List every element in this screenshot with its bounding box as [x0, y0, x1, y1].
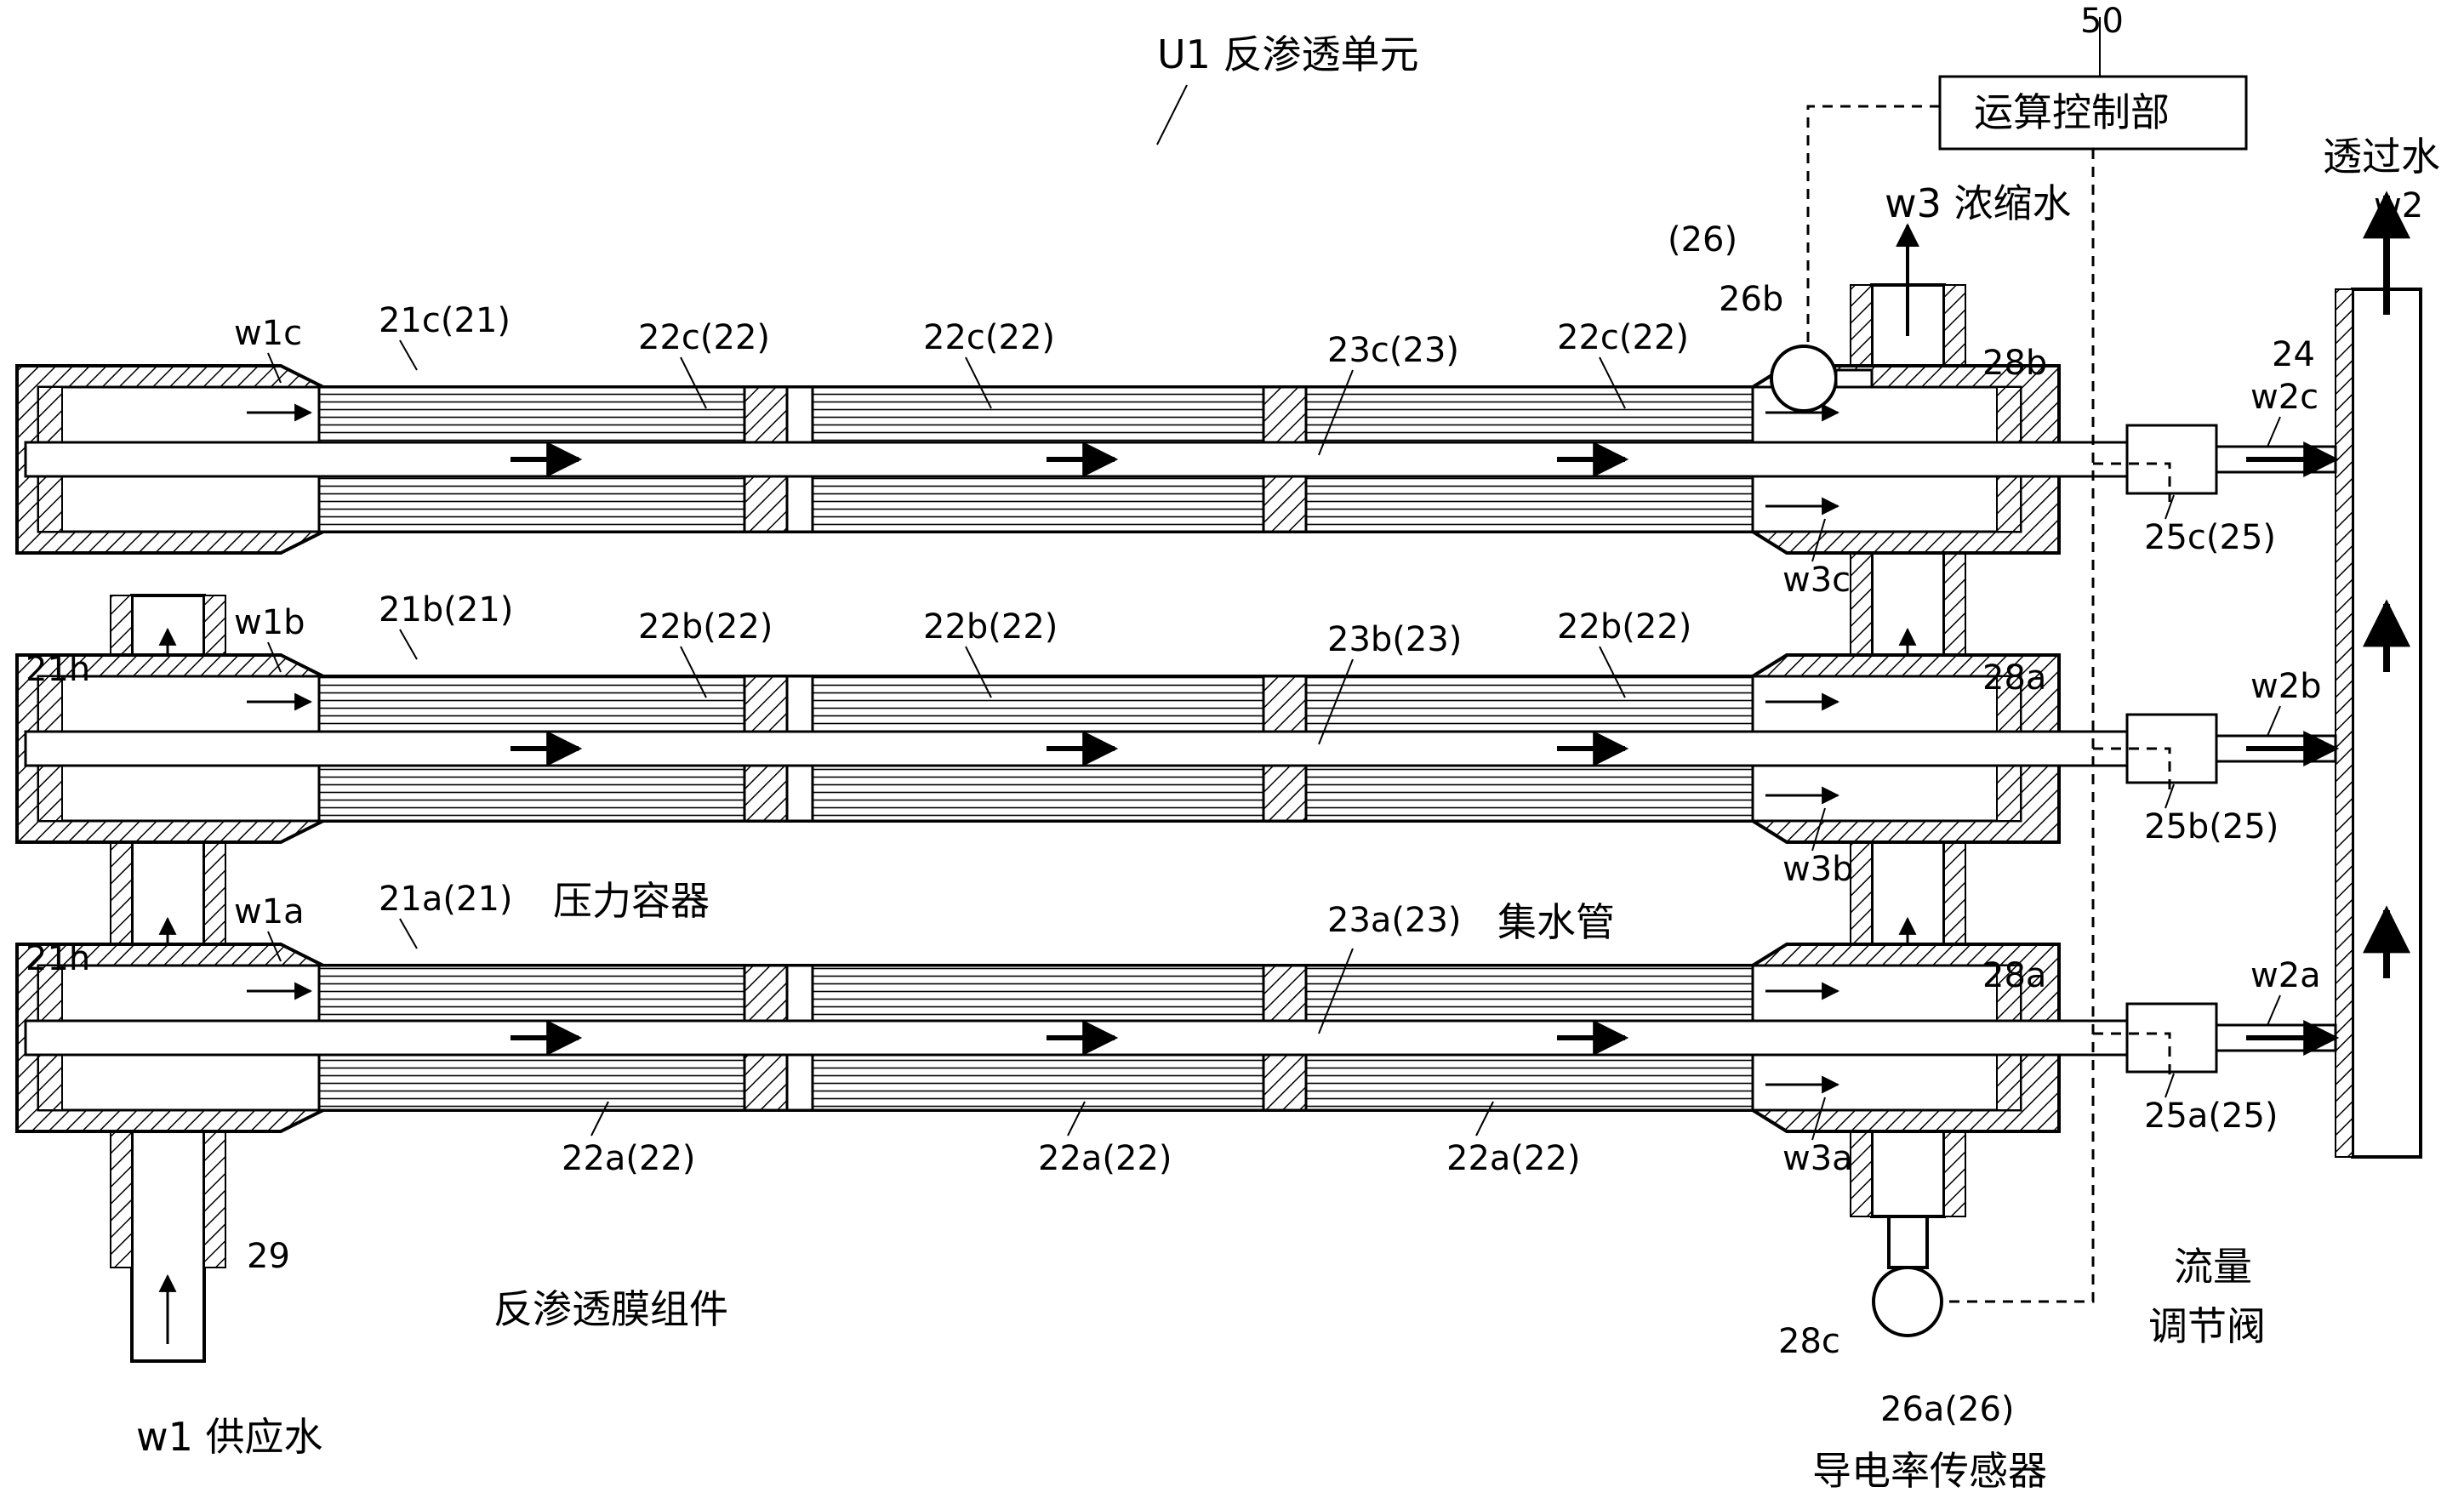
vessel-rows: w1c 21c(21) 22c(22) 22c(22) 22c(22) 23c(23) w3… [15, 301, 2340, 1178]
permeate-ref: w2a [2250, 956, 2321, 995]
valve-ref: 25a(25) [2144, 1097, 2279, 1136]
valve-ref: 25c(25) [2144, 518, 2276, 557]
feed-label: w1a [234, 892, 305, 931]
permeate-ref: w2c [2250, 378, 2319, 417]
tube-ref: 23a(23) [1327, 901, 1462, 940]
concentrate-label: w3 浓缩水 [1885, 180, 2072, 226]
module-ref: 22a(22) [1446, 1139, 1581, 1178]
tube-ref: 23b(23) [1327, 620, 1462, 659]
vessel-row [15, 339, 2337, 562]
concentrate-bottom-ref: 28c [1778, 1322, 1840, 1361]
control-unit [1806, 17, 2248, 1303]
feed-branch-ref-2: 21h [26, 939, 90, 978]
module-ref: 22c(22) [1557, 318, 1689, 357]
module-ref: 22a(22) [1038, 1139, 1172, 1178]
permeate-ref: w2b [2250, 667, 2322, 706]
feed-label: w1b [234, 603, 305, 642]
module-ref: 22c(22) [638, 318, 770, 357]
feed-label: w1c [234, 314, 302, 353]
tube-desc: 集水管 [1497, 899, 1615, 945]
concentrate-ref: w3a [1782, 1139, 1853, 1178]
vessel-row [15, 629, 2337, 852]
control-label: 运算控制部 [1974, 89, 2170, 135]
top-sensor [1770, 345, 1874, 413]
unit-title: U1 反渗透单元 [1157, 31, 1419, 77]
membrane-label: 反渗透膜组件 [493, 1286, 728, 1332]
valve-label-1: 流量 [2174, 1244, 2252, 1290]
sensor-bottom-label: 导电率传感器 [1812, 1448, 2047, 1494]
vessel-ref: 21b(21) [379, 590, 513, 630]
bottom-sensor [1872, 1266, 1943, 1337]
permeate-header [2335, 191, 2422, 1159]
vessel-desc: 压力容器 [553, 878, 710, 924]
vessel-row [15, 918, 2337, 1141]
concentrate-ref: w3b [1782, 850, 1854, 889]
module-ref: 22b(22) [923, 607, 1058, 647]
valve-label-2: 调节阀 [2148, 1303, 2266, 1349]
valve-ref: 25b(25) [2144, 807, 2279, 846]
sensor-top-group: (26) [1668, 220, 1737, 259]
control-ref: 50 [2080, 2, 2124, 41]
feed-pipe-ref: 29 [247, 1237, 290, 1276]
concentrate-pipe-ref: 28b [1982, 344, 2047, 383]
module-ref: 22c(22) [923, 318, 1055, 357]
vessel-ref: 21c(21) [379, 301, 510, 340]
sensor-bottom-ref: 26a(26) [1880, 1390, 2015, 1429]
permeate-code: w2 [2374, 186, 2423, 225]
sensor-top-ref: 26b [1719, 280, 1783, 319]
module-ref: 22a(22) [562, 1139, 696, 1178]
tube-ref: 23c(23) [1327, 331, 1459, 370]
labels: U1 反渗透单元 50 运算控制部 透过水 w2 24 w3 浓缩水 28b 2… [26, 2, 2440, 1494]
module-ref: 22b(22) [1557, 607, 1691, 647]
concentrate-ref: w3c [1782, 561, 1851, 600]
permeate-title: 透过水 [2323, 134, 2440, 179]
module-ref: 22b(22) [638, 607, 773, 647]
feed-label: w1 供应水 [136, 1414, 323, 1460]
vessel-ref: 21a(21) [379, 880, 513, 919]
permeate-pipe-ref: 24 [2272, 335, 2315, 374]
concentrate-mid-ref-2: 28a [1982, 956, 2046, 995]
feed-branch-ref-1: 21h [26, 650, 90, 689]
concentrate-mid-ref-1: 28a [1982, 658, 2046, 698]
